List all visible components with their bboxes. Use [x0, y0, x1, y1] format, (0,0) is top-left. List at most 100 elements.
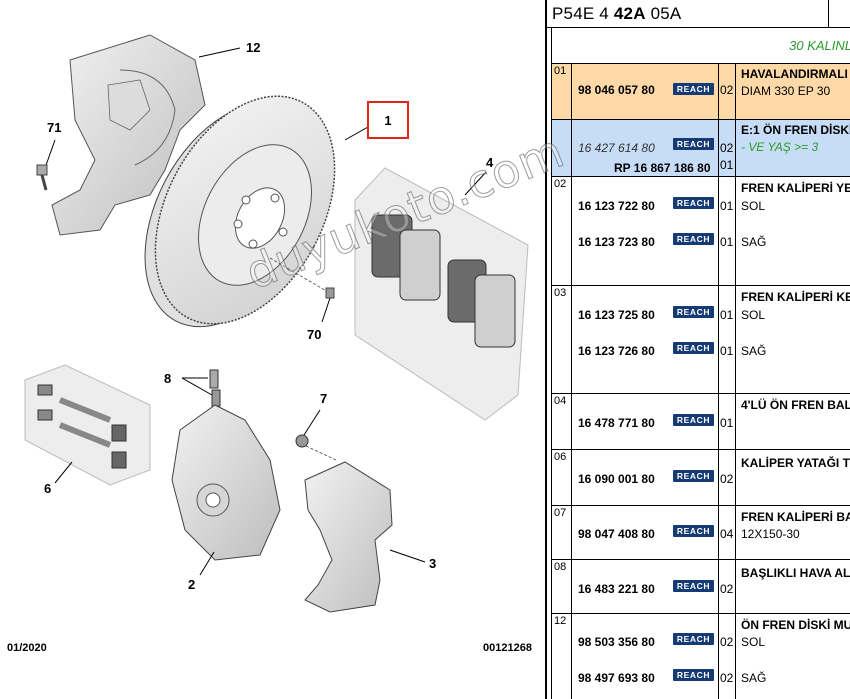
part-number[interactable]: 16 123 726 80 [578, 344, 655, 358]
part-description: FREN KALİPERİ YE [741, 181, 850, 195]
row-index-cell: 04 [552, 394, 572, 449]
reach-badge: REACH [673, 342, 714, 354]
reach-badge: REACH [673, 197, 714, 209]
row-index: 04 [554, 395, 567, 407]
part-side: SOL [741, 635, 766, 649]
parts-table: P54E 4 42A 05A 30 KALINL 01 98 046 057 8… [545, 0, 850, 699]
part-number[interactable]: 98 047 408 80 [578, 527, 655, 541]
quantity: 02 [720, 635, 734, 649]
reach-badge: REACH [673, 138, 714, 150]
table-row[interactable]: 08 16 483 221 80 REACH 02 BAŞLIKLI HAVA … [551, 560, 850, 614]
quantity: 02 [720, 83, 734, 97]
part-number-cell: 16 123 725 80 REACH 16 123 726 80 REACH [572, 286, 719, 393]
quantity: 02 [720, 141, 734, 155]
row-index-cell: 07 [552, 506, 572, 559]
row-index-cell: 06 [552, 450, 572, 505]
brake-disc[interactable] [109, 66, 371, 357]
quantity: 01 [720, 199, 734, 213]
part-number[interactable]: 98 503 356 80 [578, 635, 655, 649]
caliper-bracket[interactable] [304, 461, 426, 613]
part-number[interactable]: 98 046 057 80 [578, 83, 655, 97]
group-code-suffix: 05A [645, 4, 682, 23]
table-row[interactable]: 01 98 046 057 80 REACH 02 HAVALANDIRMALI… [551, 64, 850, 120]
row-index: 08 [554, 561, 567, 573]
callout-70: 70 [307, 327, 322, 342]
reach-badge: REACH [673, 414, 714, 426]
part-number-cell: 98 046 057 80 REACH [572, 64, 719, 119]
qty-cell: 02 [719, 560, 736, 613]
part-side: SOL [741, 308, 766, 322]
part-condition: - VE YAŞ >= 3 [741, 140, 819, 154]
subheader-text: 30 KALINL [789, 38, 850, 53]
part-number-cell: 16 090 001 80 REACH [572, 450, 719, 505]
quantity: 02 [720, 472, 734, 486]
diagram-id: 00121268 [483, 642, 532, 654]
brake-caliper[interactable] [171, 404, 281, 576]
part-number[interactable]: 16 483 221 80 [578, 582, 655, 596]
callout-3: 3 [429, 556, 437, 571]
dust-shield[interactable] [51, 34, 241, 236]
screw-70[interactable] [269, 257, 335, 323]
part-number[interactable]: 98 497 693 80 [578, 671, 655, 685]
callout-8: 8 [164, 371, 172, 386]
reach-badge: REACH [673, 633, 714, 645]
row-index: 03 [554, 287, 567, 299]
replacement-part-number[interactable]: RP 16 867 186 80 [614, 161, 711, 175]
row-index-cell: 12 [552, 614, 572, 699]
qty-cell: 01 [719, 394, 736, 449]
quantity: 02 [720, 582, 734, 596]
part-description: ÖN FREN DİSKİ MU [741, 618, 850, 632]
part-description: 4'LÜ ÖN FREN BAL [741, 398, 850, 412]
quantity: 02 [720, 671, 734, 685]
part-number[interactable]: 16 478 771 80 [578, 416, 655, 430]
part-number-cell: 16 483 221 80 REACH [572, 560, 719, 613]
reach-badge: REACH [673, 580, 714, 592]
table-row[interactable]: 04 16 478 771 80 REACH 01 4'LÜ ÖN FREN B… [551, 394, 850, 450]
group-code-prefix: P54E 4 [552, 4, 614, 23]
table-header: P54E 4 42A 05A [547, 0, 850, 28]
bleed-screws[interactable] [181, 369, 221, 407]
reach-badge: REACH [673, 83, 714, 95]
callout-4: 4 [486, 155, 494, 170]
parts-diagram: 12 1 71 4 70 8 7 6 2 3 01/2020 00121268 [7, 34, 532, 654]
guide-bolt-kit[interactable] [24, 364, 151, 486]
reach-badge: REACH [673, 525, 714, 537]
bolt-71[interactable] [36, 139, 56, 191]
part-number[interactable]: 16 123 723 80 [578, 235, 655, 249]
callout-1-highlight[interactable]: 1 [367, 101, 409, 139]
part-spec: DIAM 330 EP 30 [741, 84, 831, 98]
row-index-cell: 03 [552, 286, 572, 393]
part-number[interactable]: 16 427 614 80 [578, 141, 655, 155]
table-row[interactable]: 07 98 047 408 80 REACH 04 FREN KALİPERİ … [551, 506, 850, 560]
part-number[interactable]: 16 123 725 80 [578, 308, 655, 322]
part-number-cell: 98 047 408 80 REACH [572, 506, 719, 559]
row-index: 06 [554, 451, 567, 463]
quantity: 01 [720, 235, 734, 249]
part-number[interactable]: 16 090 001 80 [578, 472, 655, 486]
reach-badge: REACH [673, 306, 714, 318]
callout-71: 71 [47, 120, 62, 135]
part-side: SOL [741, 199, 766, 213]
group-code: P54E 4 42A 05A [552, 4, 681, 24]
table-row[interactable]: 16 427 614 80 REACH RP 16 867 186 80 02 … [551, 120, 850, 177]
qty-cell: 02 [719, 64, 736, 119]
table-row[interactable]: 02 16 123 722 80 REACH 16 123 723 80 REA… [551, 177, 850, 286]
part-description: FREN KALİPERİ KE [741, 290, 850, 304]
table-row[interactable]: 03 16 123 725 80 REACH 16 123 726 80 REA… [551, 286, 850, 394]
row-index: 07 [554, 507, 567, 519]
part-number-cell: 98 503 356 80 REACH 98 497 693 80 REACH [572, 614, 719, 699]
reach-badge: REACH [673, 470, 714, 482]
part-description: KALİPER YATAĞI T [741, 456, 850, 470]
callout-6: 6 [44, 481, 52, 496]
quantity: 01 [720, 344, 734, 358]
table-row[interactable]: 06 16 090 001 80 REACH 02 KALİPER YATAĞI… [551, 450, 850, 506]
qty-cell: 02 01 [719, 120, 736, 176]
row-index: 02 [554, 178, 567, 190]
part-number[interactable]: 16 123 722 80 [578, 199, 655, 213]
caliper-bolt-7[interactable] [295, 409, 337, 461]
brake-pad-set[interactable] [354, 167, 529, 421]
row-index-cell: 08 [552, 560, 572, 613]
table-row[interactable]: 12 98 503 356 80 REACH 98 497 693 80 REA… [551, 614, 850, 699]
qty-cell: 02 02 [719, 614, 736, 699]
row-index: 01 [554, 65, 567, 77]
